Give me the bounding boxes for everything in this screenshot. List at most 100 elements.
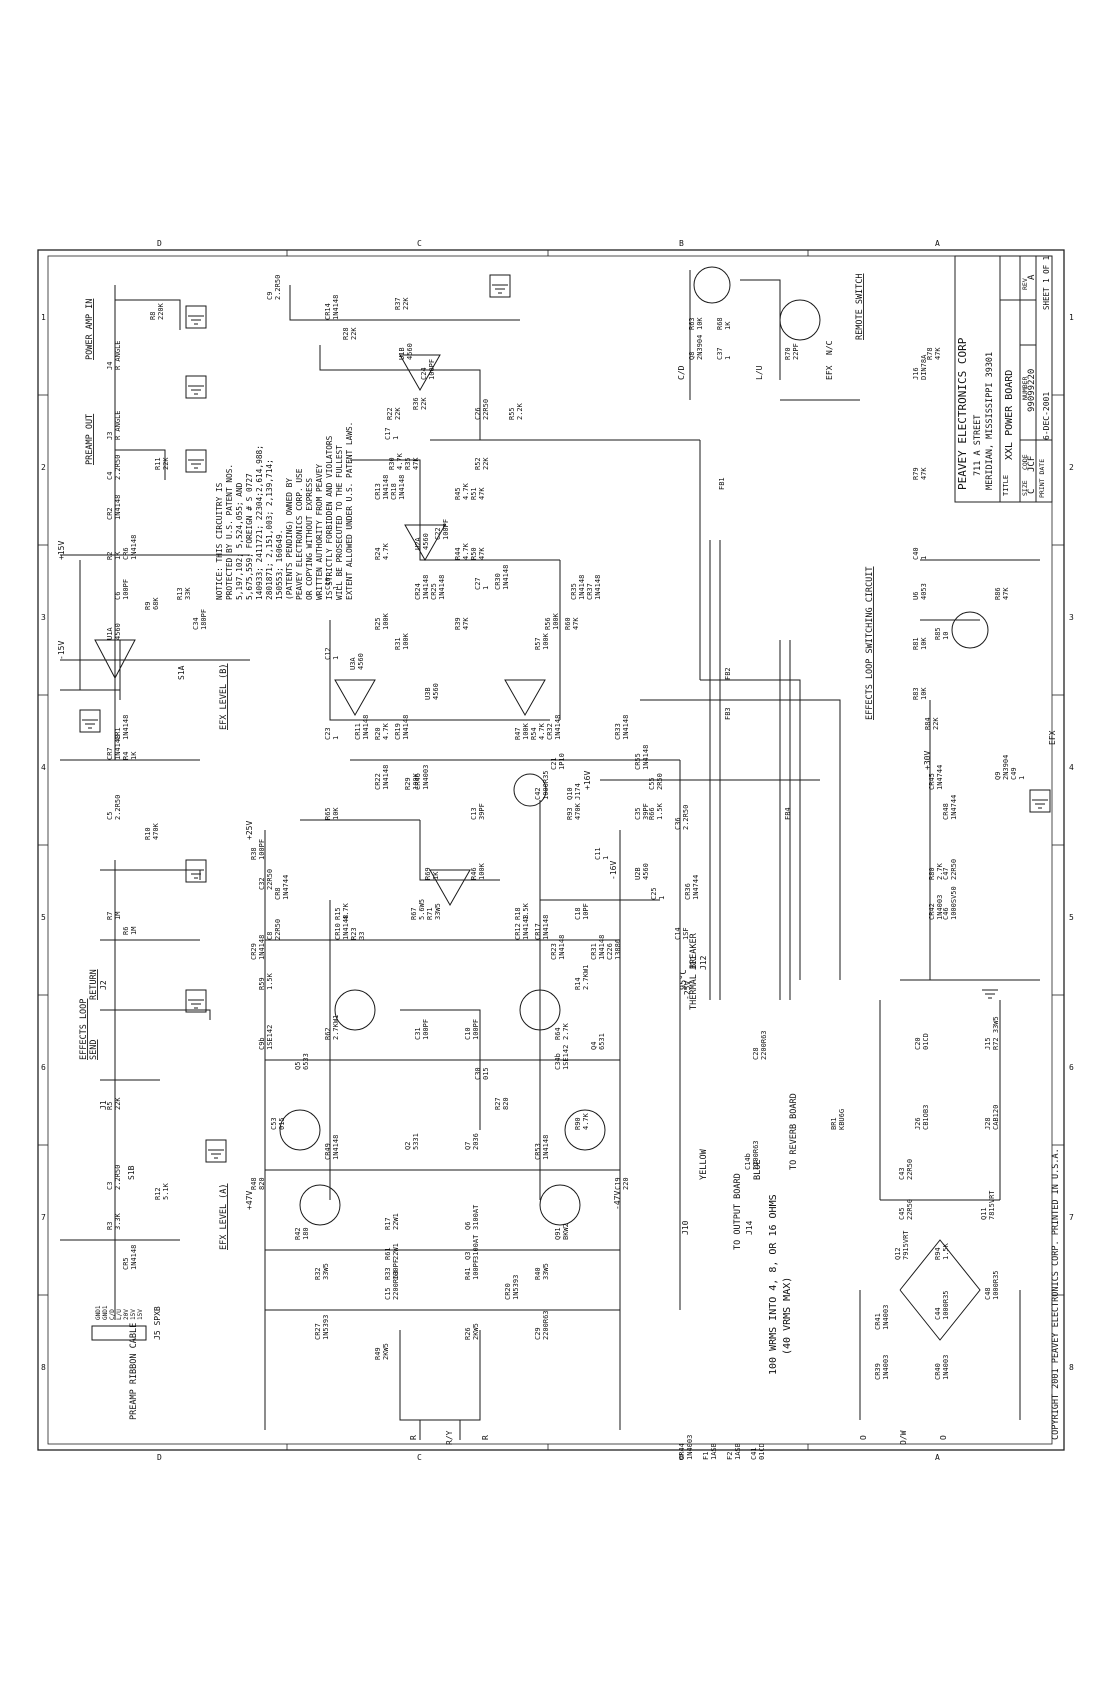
label-to-output-board: TO OUTPUT BOARD [733, 1173, 743, 1250]
transistor-q3-symbol [299, 1184, 341, 1226]
component-value: 1 [602, 856, 610, 860]
component-value: 33 [358, 932, 366, 940]
component-value: 1N4003 [936, 895, 944, 920]
component-value: 1N4003 [422, 765, 430, 790]
component-ref: C42 [534, 787, 542, 800]
component-value: 1N4148 [554, 715, 562, 740]
component-ref: Q9 [994, 772, 1002, 780]
connector-j18: O [859, 1435, 868, 1440]
component-ref: C35 [634, 807, 642, 820]
rail-label: +47V [245, 1191, 254, 1210]
component-value: 100PF [472, 1019, 480, 1040]
component-ref: CR42 [928, 903, 936, 920]
zone-number-4-left: 4 [41, 763, 46, 772]
svg-text:5,197,102; 5,524,055; AND: 5,197,102; 5,524,055; AND [235, 482, 244, 600]
component-value: 4560 [642, 863, 650, 880]
component-value: 1N4003 [942, 1355, 950, 1380]
component-value: R ANGLE [114, 410, 122, 440]
component-ref: CR40 [934, 1363, 942, 1380]
component-value: 2KW5 [472, 1323, 480, 1340]
component-ref: C14b [744, 1153, 752, 1170]
code-label: CODE [1021, 454, 1029, 470]
zone-ticks [38, 250, 1064, 1450]
component-value: 2KW5 [382, 1343, 390, 1360]
component-ref: R5 [106, 1102, 114, 1110]
component-ref: R49 [374, 1347, 382, 1360]
component-value: 1N4744 [692, 875, 700, 900]
component-value: 1N4148 [522, 915, 530, 940]
zone-number-6-left: 6 [41, 1063, 46, 1072]
component-ref: C9b [258, 1037, 266, 1050]
component-value: 47K [934, 347, 942, 360]
transistor-symbols [279, 266, 989, 1226]
component-ref: R71 [426, 907, 434, 920]
component-ref: C3 [106, 1182, 114, 1190]
component-ref: R61 [384, 1247, 392, 1260]
print-date-label: PRINT DATE [1038, 459, 1046, 498]
label-power-amp-in: POWER AMP IN [85, 299, 95, 360]
component-ref: F2 [726, 1452, 734, 1460]
component-ref: J4 [106, 362, 114, 370]
label-to-reverb-board: TO REVERB BOARD [789, 1093, 799, 1170]
zone-markers: D C B A D C B A 1 2 3 4 5 6 7 8 1 2 3 4 … [41, 239, 1074, 1462]
component-ref: R45 [454, 487, 462, 500]
zone-number-1-right: 1 [1069, 313, 1074, 322]
switch-s1b: S1B [127, 1165, 136, 1180]
component-ref: CR55 [634, 753, 642, 770]
transistor-q7-symbol [564, 1109, 606, 1151]
component-ref: CR23 [550, 943, 558, 960]
connector-j21: O/W [899, 1430, 908, 1445]
component-ref: C26 [474, 407, 482, 420]
component-value: 1N4148 [122, 715, 130, 740]
component-ref: R39 [454, 617, 462, 630]
component-ref: J16 [912, 367, 920, 380]
component-value: R ANGLE [114, 340, 122, 370]
component-value: 4.7K [538, 722, 546, 740]
component-value: 2036 [472, 1133, 480, 1150]
component-ref: R6 [122, 927, 130, 935]
component-value: 6533 [302, 1053, 310, 1070]
component-ref: Q5 [294, 1062, 302, 1070]
component-ref: C5 [106, 812, 114, 820]
component-ref: R65 [324, 807, 332, 820]
component-ref: R9 [144, 602, 152, 610]
component-ref: CR1 [114, 727, 122, 740]
component-value: 47K [478, 547, 486, 560]
rail-labels: +15V-15V+25V-25V+47V-47V+16V-16V+30V [57, 541, 932, 1210]
rev-label: REV [1021, 278, 1029, 290]
component-ref: R17 [384, 1217, 392, 1230]
component-ref: R40 [534, 1267, 542, 1280]
component-ref: R57 [534, 637, 542, 650]
svg-text:EXTENT ALLOWED UNDER U.S. PATE: EXTENT ALLOWED UNDER U.S. PATENT LAWS. [345, 422, 354, 600]
component-value: 10K [332, 807, 340, 820]
